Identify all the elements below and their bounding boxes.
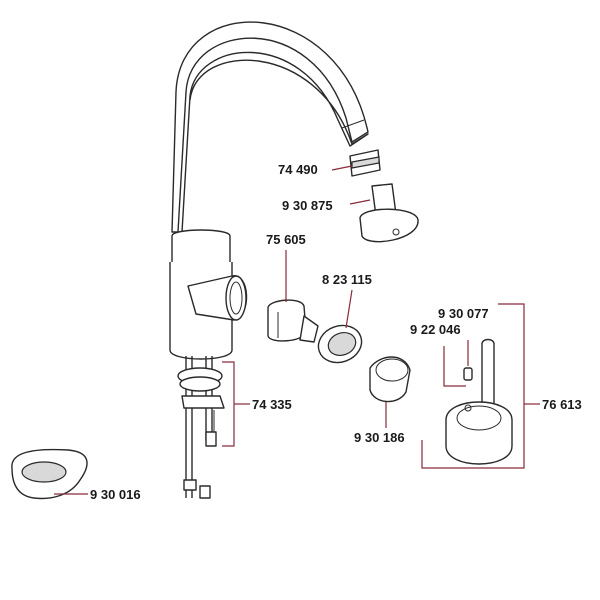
handle-part <box>445 401 513 465</box>
leader-lines <box>54 165 540 495</box>
label-aerator: 74 490 <box>278 162 318 177</box>
label-lever: 9 30 077 <box>438 306 489 321</box>
part-labels: 74 490 9 30 875 75 605 8 23 115 9 30 186… <box>90 162 582 502</box>
aerator-holder-part <box>359 183 419 243</box>
label-cap-ring: 9 30 186 <box>354 430 405 445</box>
label-mounting-set: 74 335 <box>252 397 292 412</box>
cartridge-nut-part <box>317 324 363 364</box>
label-base-plate: 9 30 016 <box>90 487 141 502</box>
label-cartridge-nut: 8 23 115 <box>322 272 372 287</box>
label-aerator-holder: 9 30 875 <box>282 198 333 213</box>
faucet-spout <box>171 21 369 233</box>
label-cartridge: 75 605 <box>266 232 306 247</box>
base-plate-part <box>11 448 88 500</box>
grub-screw-part <box>463 367 473 381</box>
faucet-body <box>169 229 248 360</box>
label-handle-assembly: 76 613 <box>542 397 582 412</box>
aerator-part <box>349 149 381 177</box>
cap-ring-part <box>369 356 411 403</box>
mounting-set-hoses <box>177 356 225 499</box>
label-grub-screw: 9 22 046 <box>410 322 461 337</box>
cartridge-part <box>267 299 319 343</box>
lever-rod-part <box>481 338 495 413</box>
